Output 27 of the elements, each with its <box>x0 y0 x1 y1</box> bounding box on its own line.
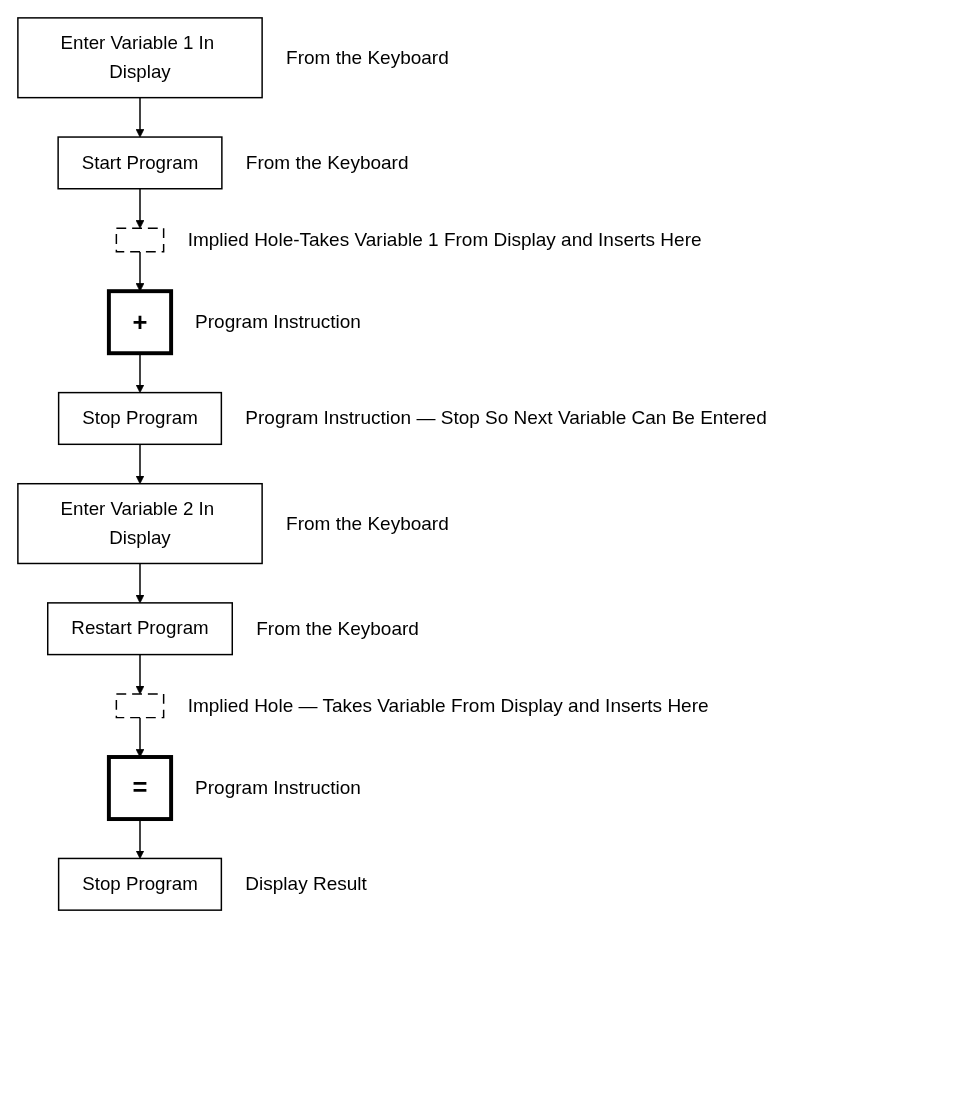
node-box: + <box>106 289 174 356</box>
arrow <box>135 96 145 138</box>
side-note: From the Keyboard <box>286 45 449 70</box>
side-note: Display Result <box>245 872 367 897</box>
node-box: Stop Program <box>57 857 223 911</box>
arrow <box>135 562 145 604</box>
node-box: Restart Program <box>47 602 233 656</box>
node-box: Stop Program <box>57 391 223 446</box>
node-box: Enter Variable 2 In Display <box>17 482 263 565</box>
arrow <box>135 443 145 485</box>
side-note: Program Instruction <box>195 776 361 800</box>
side-note: From the Keyboard <box>286 511 449 536</box>
node-box <box>115 693 165 719</box>
arrow <box>135 251 145 292</box>
node-box <box>115 227 165 253</box>
side-note: From the Keyboard <box>245 151 409 175</box>
side-note: Implied Hole-Takes Variable 1 From Display and Inserts Here <box>187 228 702 252</box>
node-box: = <box>106 755 174 821</box>
node-box: Enter Variable 1 In Display <box>17 17 263 99</box>
arrow <box>135 653 145 695</box>
arrow <box>135 188 145 229</box>
side-note: Program Instruction — Stop So Next Variable Can Be Entered <box>245 406 767 431</box>
side-note: Program Instruction <box>195 310 361 335</box>
arrow <box>135 716 145 758</box>
side-note: Implied Hole — Takes Variable From Display and Inserts Here <box>187 693 709 718</box>
node-box: Start Program <box>57 136 223 190</box>
side-note: From the Keyboard <box>256 616 419 641</box>
